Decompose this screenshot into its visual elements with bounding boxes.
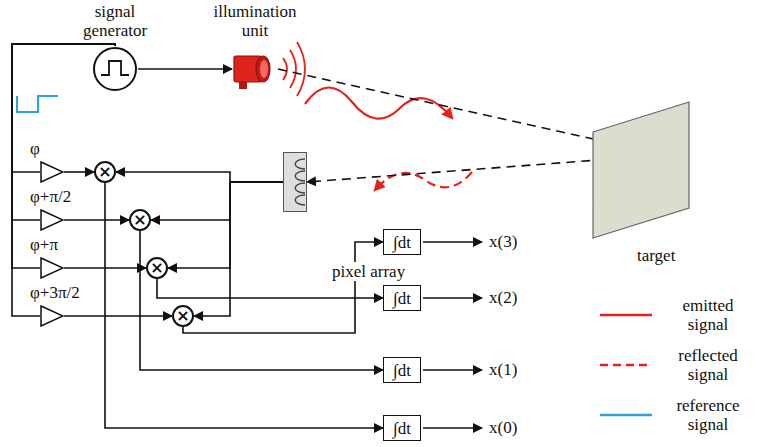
integrator-box: ∫dt	[383, 285, 421, 311]
amplifier-triangle	[40, 209, 64, 231]
node-text: ×	[98, 164, 111, 180]
legend-row: reflected signal	[598, 340, 778, 390]
output-label: x(3)	[487, 232, 519, 252]
node-text: φ+3π/2	[30, 283, 110, 303]
illumination-unit: illumination unit	[205, 2, 305, 92]
target-plate	[585, 100, 695, 240]
node-text: φ+π	[30, 235, 110, 255]
target-panel: target	[585, 100, 695, 265]
phase-shifter: φ+π	[30, 235, 110, 279]
pixel-array: pixel array	[283, 152, 360, 232]
integrator-box: ∫dt	[383, 229, 421, 255]
mixer-node: ×	[146, 257, 168, 279]
node-text: pixel array	[330, 262, 407, 281]
amplifier-triangle	[40, 257, 64, 279]
connector	[140, 231, 383, 370]
output-arrows	[423, 242, 482, 428]
amplifier-triangle	[40, 305, 64, 327]
output-label: x(1)	[487, 360, 519, 380]
node-text: ∫dt	[393, 233, 411, 252]
node-text: signal generator	[70, 2, 160, 40]
node-text: ×	[133, 212, 146, 228]
legend: emitted signal reflected signal reference …	[598, 290, 778, 440]
output-label: x(2)	[487, 288, 519, 308]
node-text: ∫dt	[393, 419, 411, 438]
connector	[157, 279, 383, 298]
node-text: φ+π/2	[30, 187, 110, 207]
phase-shifter: φ+π/2	[30, 187, 110, 231]
amplifier-triangle	[40, 161, 64, 183]
coil-symbol	[284, 153, 305, 210]
legend-text: reflected signal	[666, 346, 750, 384]
connector	[64, 315, 172, 317]
phase-shifter: φ+3π/2	[30, 283, 110, 327]
signal-generator: signal generator	[70, 2, 160, 92]
connector	[12, 44, 115, 316]
legend-text: emitted signal	[666, 296, 750, 334]
legend-sample	[598, 405, 654, 425]
connector	[183, 242, 383, 333]
legend-row: reference signal	[598, 390, 778, 440]
legend-sample	[598, 305, 654, 325]
connector	[105, 183, 383, 428]
connector	[64, 219, 129, 221]
connector	[194, 182, 283, 316]
emission-arcs	[283, 42, 305, 96]
light-source-symbol	[232, 46, 278, 92]
node-text: ∫dt	[393, 289, 411, 308]
connector	[64, 171, 94, 173]
mixer-node: ×	[172, 305, 194, 327]
connector	[151, 182, 283, 220]
mixer-node: ×	[94, 161, 116, 183]
legend-row: emitted signal	[598, 290, 778, 340]
reflected-wave	[375, 172, 472, 190]
legend-sample	[598, 355, 654, 375]
integrator-box: ∫dt	[383, 357, 421, 383]
integrator-box: ∫dt	[383, 415, 421, 441]
reference-waveform	[17, 96, 58, 112]
generator-symbol	[92, 46, 138, 92]
node-text: ∫dt	[393, 361, 411, 380]
node-text: illumination unit	[205, 2, 305, 40]
node-text: φ	[30, 139, 110, 159]
node-text: target	[585, 246, 695, 265]
output-label: x(0)	[487, 418, 519, 438]
connector	[138, 68, 232, 70]
connector	[116, 172, 283, 182]
node-text: ×	[150, 260, 163, 276]
connector	[168, 182, 283, 268]
pixel-array-body	[283, 152, 307, 212]
node-text: ×	[176, 308, 189, 324]
legend-text: reference signal	[666, 396, 750, 434]
mixer-node: ×	[129, 209, 151, 231]
